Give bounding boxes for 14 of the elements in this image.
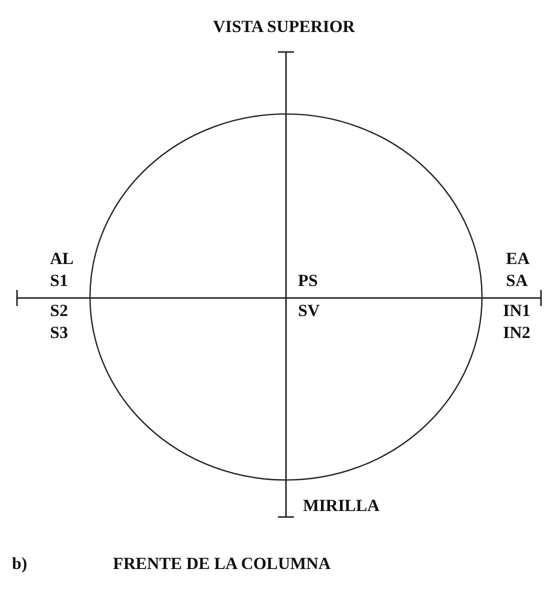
port-label: IN2 — [503, 324, 530, 341]
port-label: SA — [506, 272, 528, 289]
port-label: IN1 — [503, 302, 530, 319]
port-label: MIRILLA — [303, 497, 380, 514]
view-title: VISTA SUPERIOR — [213, 18, 355, 35]
port-label: S2 — [50, 302, 68, 319]
port-label: AL — [50, 250, 74, 267]
panel-label: b) — [12, 555, 28, 572]
port-label: SV — [298, 302, 320, 319]
port-label: S1 — [50, 272, 68, 289]
front-label: FRENTE DE LA COLUMNA — [113, 555, 331, 572]
port-label: S3 — [50, 324, 68, 341]
port-label: EA — [506, 250, 530, 267]
port-label: PS — [298, 272, 318, 289]
